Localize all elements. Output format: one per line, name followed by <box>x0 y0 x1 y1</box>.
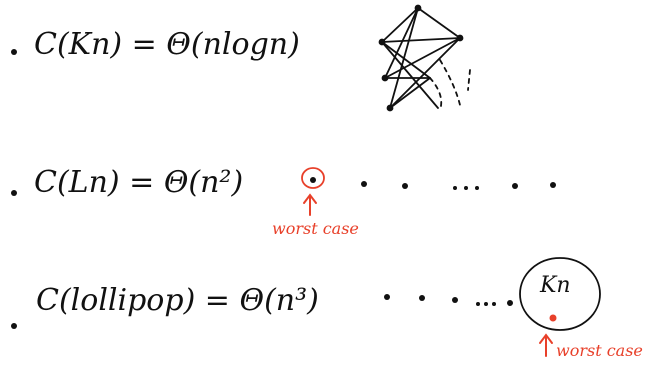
lollipop-path-vertices <box>384 294 513 306</box>
clique-label: Kn <box>539 273 571 298</box>
complete-graph-sketch <box>378 4 471 112</box>
path-graph-vertices <box>310 177 556 190</box>
up-arrow-icon <box>303 193 317 216</box>
worst-case-label: worst case <box>272 219 359 238</box>
worst-case-vertex <box>549 314 557 322</box>
bullet-icon <box>11 49 17 55</box>
worst-case-circle-icon <box>301 167 325 189</box>
equation-line-graph: C(Ln) = Θ(n²) <box>34 165 243 200</box>
equation-lollipop-graph: C(lollipop) = Θ(n³) <box>36 283 319 318</box>
up-arrow-icon <box>539 333 553 357</box>
bullet-icon <box>11 323 17 329</box>
bullet-icon <box>11 190 17 196</box>
equation-complete-graph: C(Kn) = Θ(nlogn) <box>34 27 300 62</box>
worst-case-label: worst case <box>556 341 643 360</box>
clique-circle-icon <box>519 257 601 331</box>
